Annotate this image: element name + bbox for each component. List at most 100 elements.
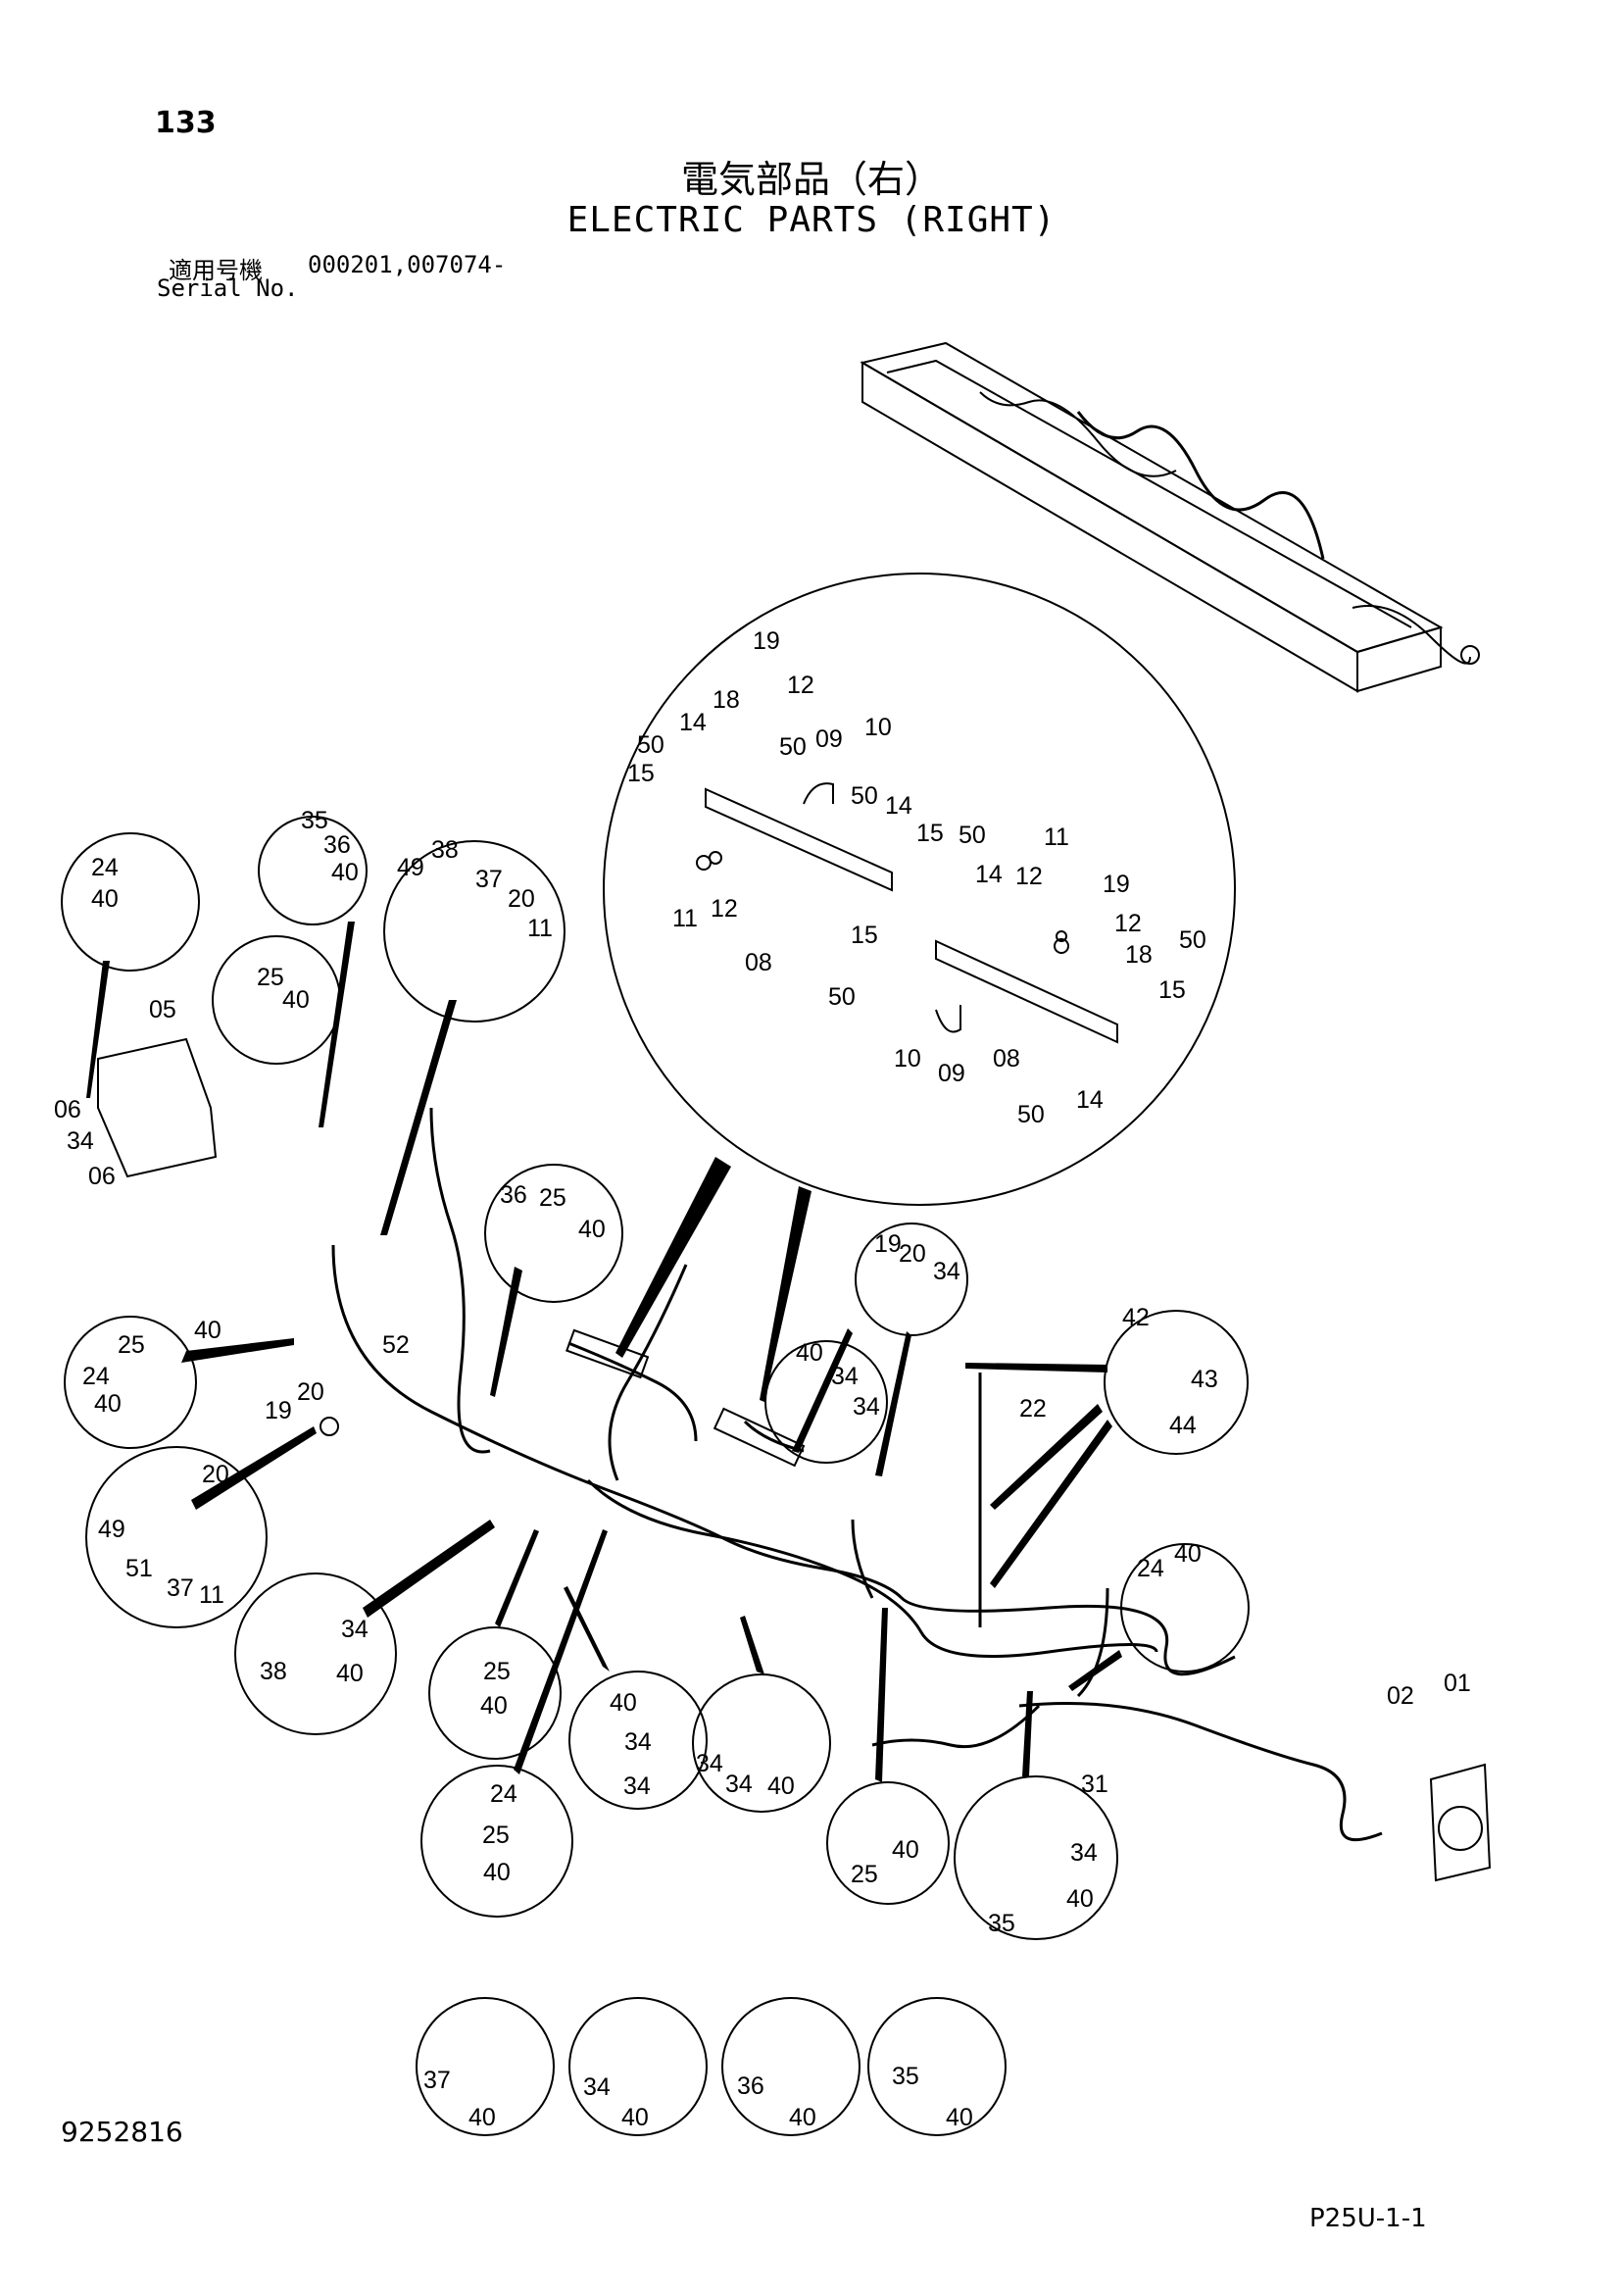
callout-34: 34 <box>831 1363 859 1390</box>
callout-14: 14 <box>885 792 912 820</box>
callout-49: 49 <box>98 1516 125 1543</box>
callout-24: 24 <box>91 854 119 881</box>
callout-38: 38 <box>260 1658 287 1685</box>
callout-40: 40 <box>483 1859 511 1886</box>
callout-34: 34 <box>853 1393 880 1421</box>
callout-50: 50 <box>1179 926 1206 954</box>
callout-40: 40 <box>480 1692 508 1720</box>
callout-40: 40 <box>610 1689 637 1717</box>
callout-44: 44 <box>1169 1412 1197 1439</box>
callout-25: 25 <box>851 1861 878 1888</box>
callout-20: 20 <box>202 1461 229 1488</box>
callout-35: 35 <box>301 807 328 834</box>
callout-14: 14 <box>679 709 707 736</box>
callout-52: 52 <box>382 1331 410 1359</box>
title-english: ELECTRIC PARTS (RIGHT) <box>566 200 1057 240</box>
callout-40: 40 <box>621 2104 649 2131</box>
callout-12: 12 <box>1114 910 1142 937</box>
callout-12: 12 <box>711 895 738 923</box>
callout-34: 34 <box>1070 1839 1098 1867</box>
callout-34: 34 <box>623 1772 651 1800</box>
callout-25: 25 <box>257 964 284 991</box>
callout-37: 37 <box>475 866 503 893</box>
callout-22: 22 <box>1019 1395 1047 1423</box>
wire-harness <box>331 1107 1383 1842</box>
callout-02: 02 <box>1387 1682 1414 1710</box>
callout-24: 24 <box>82 1363 110 1390</box>
callout-34: 34 <box>696 1750 723 1777</box>
detail-circles <box>61 816 1250 2136</box>
callout-11: 11 <box>527 915 553 942</box>
callout-19: 19 <box>874 1230 902 1258</box>
callout-36: 36 <box>737 2072 764 2100</box>
callout-15: 15 <box>916 820 944 847</box>
callout-40: 40 <box>331 859 359 886</box>
title-japanese: 電気部品（右） <box>680 158 942 201</box>
serial-label-english: Serial No. <box>157 275 299 302</box>
callout-34: 34 <box>624 1728 652 1756</box>
callout-08: 08 <box>993 1045 1020 1073</box>
callout-40: 40 <box>946 2104 973 2131</box>
callout-08: 08 <box>745 949 772 976</box>
callout-40: 40 <box>767 1772 795 1800</box>
callout-40: 40 <box>1066 1885 1094 1913</box>
leader-wedges <box>86 922 1122 1782</box>
callout-34: 34 <box>67 1127 94 1155</box>
callout-20: 20 <box>508 885 535 913</box>
callout-20: 20 <box>297 1378 324 1406</box>
callout-06: 06 <box>54 1096 81 1123</box>
components <box>97 1037 1492 1882</box>
callout-14: 14 <box>1076 1086 1104 1114</box>
callout-36: 36 <box>500 1181 527 1209</box>
callout-11: 11 <box>1044 824 1069 851</box>
callout-50: 50 <box>1017 1101 1045 1128</box>
callout-50: 50 <box>851 782 878 810</box>
bracket-detail-view <box>603 573 1236 1206</box>
callout-40: 40 <box>789 2104 816 2131</box>
callout-40: 40 <box>194 1317 221 1344</box>
callout-50: 50 <box>828 983 856 1011</box>
callout-25: 25 <box>539 1184 566 1212</box>
callout-24: 24 <box>490 1780 517 1808</box>
callout-19: 19 <box>753 627 780 655</box>
callout-10: 10 <box>894 1045 921 1073</box>
callout-15: 15 <box>1158 976 1186 1004</box>
machine-frame-overview <box>860 341 1480 693</box>
callout-09: 09 <box>938 1060 965 1087</box>
callout-50: 50 <box>637 731 664 759</box>
callout-34: 34 <box>341 1616 369 1643</box>
page-code: P25U-1-1 <box>1309 2204 1427 2233</box>
callout-35: 35 <box>988 1910 1015 1937</box>
callout-24: 24 <box>1137 1555 1164 1582</box>
callout-37: 37 <box>423 2067 451 2094</box>
callout-34: 34 <box>933 1258 960 1285</box>
callout-40: 40 <box>91 885 119 913</box>
callout-34: 34 <box>583 2073 611 2101</box>
callout-40: 40 <box>796 1339 823 1367</box>
callout-15: 15 <box>851 922 878 949</box>
callout-40: 40 <box>282 986 310 1014</box>
callout-40: 40 <box>578 1216 606 1243</box>
callout-40: 40 <box>94 1390 122 1418</box>
callout-38: 38 <box>431 836 459 864</box>
callout-25: 25 <box>118 1331 145 1359</box>
callout-15: 15 <box>627 760 655 787</box>
callout-11: 11 <box>672 905 698 932</box>
callout-43: 43 <box>1191 1366 1218 1393</box>
callout-06: 06 <box>88 1163 116 1190</box>
callout-12: 12 <box>787 672 814 699</box>
callout-09: 09 <box>815 725 843 753</box>
callout-05: 05 <box>149 996 176 1023</box>
callout-25: 25 <box>483 1658 511 1685</box>
callout-31: 31 <box>1081 1771 1108 1798</box>
callout-20: 20 <box>899 1240 926 1268</box>
callout-40: 40 <box>1174 1540 1202 1568</box>
serial-number-range: 000201,007074- <box>308 251 507 278</box>
serial-label-japanese: 適用号機 <box>169 257 263 284</box>
callout-49: 49 <box>397 854 424 881</box>
callout-51: 51 <box>125 1555 153 1582</box>
callout-37: 37 <box>167 1574 194 1602</box>
callout-11: 11 <box>199 1581 224 1609</box>
